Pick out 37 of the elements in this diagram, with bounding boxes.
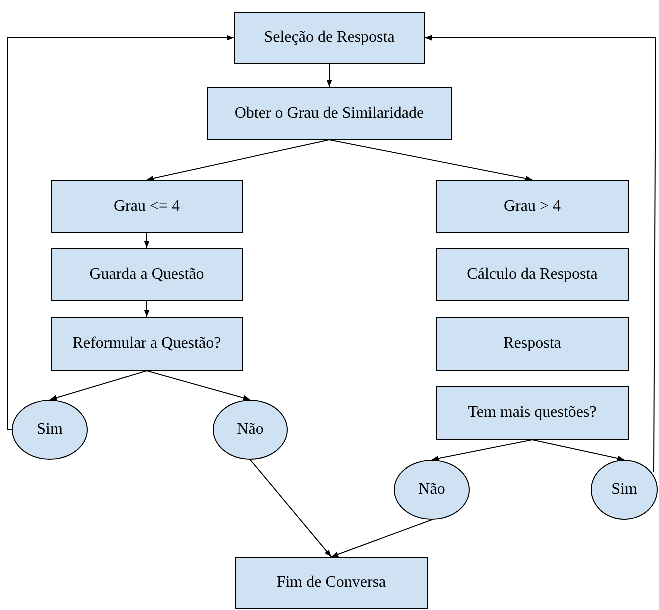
node-label: Não (418, 480, 446, 500)
arrow (146, 140, 330, 182)
node-label: Guarda a Questão (90, 264, 204, 284)
arrow (532, 440, 625, 462)
arrow (144, 232, 150, 248)
node-label: Fim de Conversa (276, 573, 386, 593)
process-box (234, 12, 425, 64)
process-box (436, 317, 629, 371)
node-label: Seleção de Resposta (264, 28, 395, 48)
arrow (329, 140, 533, 182)
process-box (207, 87, 452, 140)
arrow (424, 35, 656, 472)
node-label: Não (237, 420, 264, 440)
process-box (436, 386, 629, 440)
arrow (432, 440, 533, 462)
arrow (250, 460, 332, 558)
process-box (51, 317, 243, 371)
arrow (144, 300, 150, 318)
arrow (146, 370, 251, 401)
process-box (51, 180, 243, 233)
process-box (436, 180, 629, 233)
node-label: Resposta (504, 334, 562, 354)
arrow (50, 370, 148, 401)
process-box (436, 248, 629, 301)
node-label: Cálculo da Resposta (467, 264, 598, 284)
node-label: Sim (612, 480, 638, 500)
node-label: Grau > 4 (504, 196, 561, 216)
node-label: Obter o Grau de Similaridade (234, 104, 424, 124)
arrow (326, 64, 332, 88)
node-label: Reformular a Questão? (72, 334, 222, 354)
node-label: Grau <= 4 (114, 196, 180, 216)
process-box (235, 557, 428, 609)
process-box (51, 248, 243, 301)
arrow (8, 35, 234, 430)
node-label: Sim (37, 420, 63, 440)
node-label: Tem mais questões? (468, 403, 597, 423)
arrow (331, 520, 432, 558)
